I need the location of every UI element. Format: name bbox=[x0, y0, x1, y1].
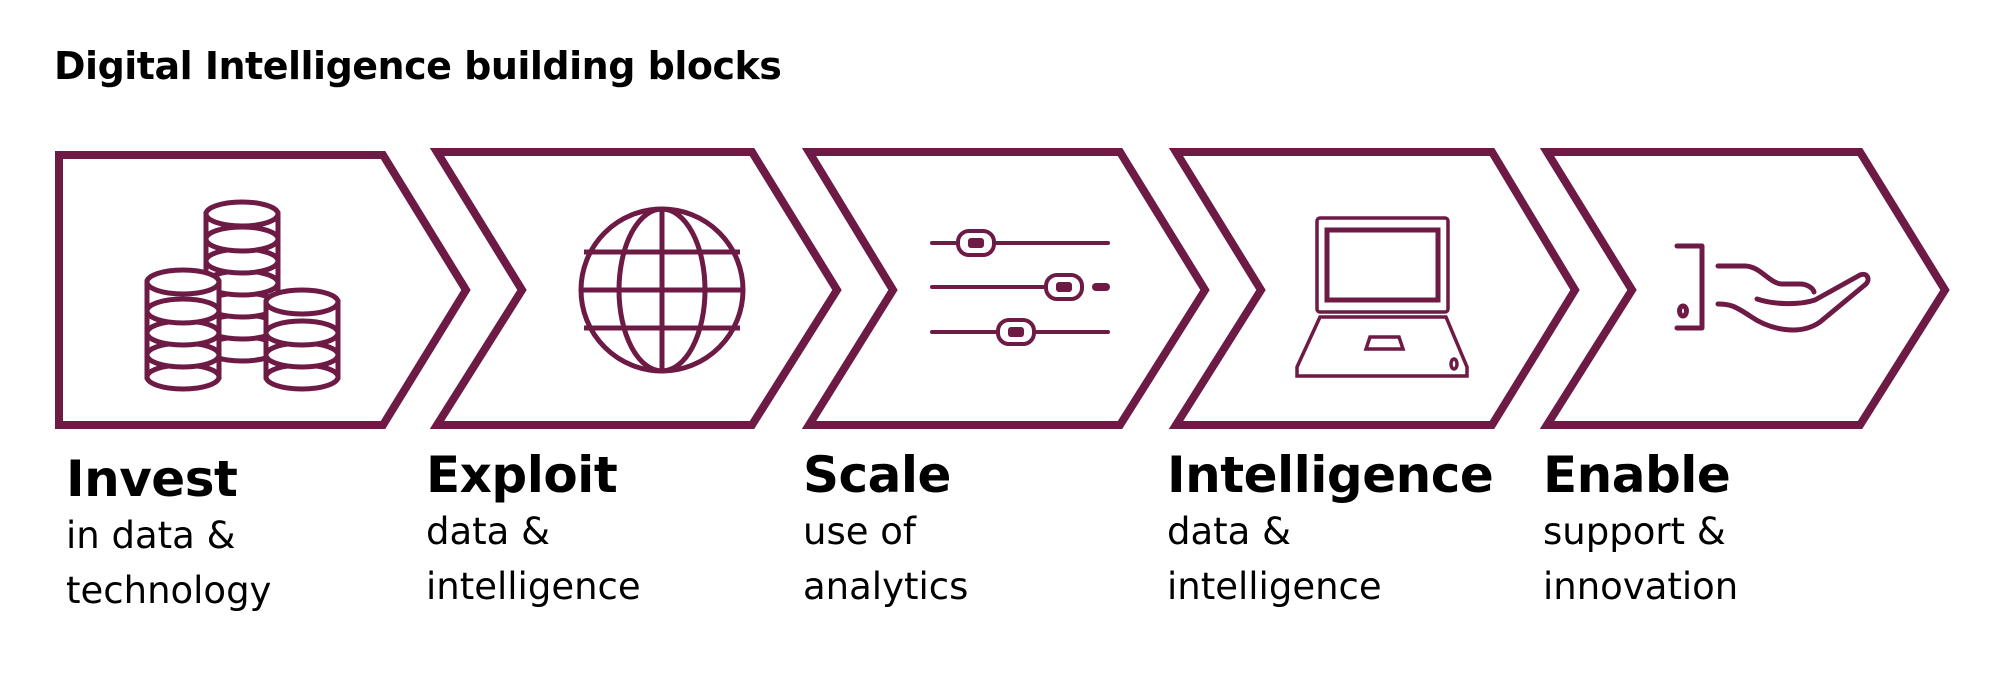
step-line: data & bbox=[426, 510, 550, 553]
page-title: Digital Intelligence building blocks bbox=[54, 44, 782, 88]
step-exploit: Exploit data & intelligence bbox=[426, 446, 641, 614]
step-heading: Invest bbox=[66, 450, 238, 508]
step-enable: Enable support & innovation bbox=[1543, 446, 1738, 614]
step-heading: Scale bbox=[803, 446, 951, 504]
chevron-intelligence bbox=[1168, 148, 1580, 429]
step-line: intelligence bbox=[1167, 565, 1382, 608]
step-heading: Exploit bbox=[426, 446, 618, 504]
step-line: support & bbox=[1543, 510, 1726, 553]
laptop-icon bbox=[1295, 216, 1469, 378]
chevron-scale bbox=[801, 148, 1210, 429]
coins-stack-icon bbox=[144, 199, 341, 392]
step-scale: Scale use of analytics bbox=[803, 446, 968, 614]
step-invest: Invest in data & technology bbox=[66, 450, 271, 618]
globe-icon bbox=[578, 206, 746, 374]
step-heading: Enable bbox=[1543, 446, 1731, 504]
chevron-exploit bbox=[429, 148, 842, 429]
step-line: technology bbox=[66, 569, 272, 612]
step-line: analytics bbox=[803, 565, 969, 608]
hand-giving-icon bbox=[1674, 243, 1871, 333]
step-line: data & bbox=[1167, 510, 1291, 553]
chevron-enable bbox=[1539, 148, 1950, 429]
step-intelligence: Intelligence data & intelligence bbox=[1167, 446, 1494, 614]
step-line: in data & bbox=[66, 514, 236, 557]
step-line: innovation bbox=[1543, 565, 1739, 608]
step-heading: Intelligence bbox=[1167, 446, 1494, 504]
step-line: use of bbox=[803, 510, 916, 553]
chevron-invest bbox=[55, 151, 471, 429]
step-line: intelligence bbox=[426, 565, 641, 608]
sliders-icon bbox=[930, 229, 1110, 346]
